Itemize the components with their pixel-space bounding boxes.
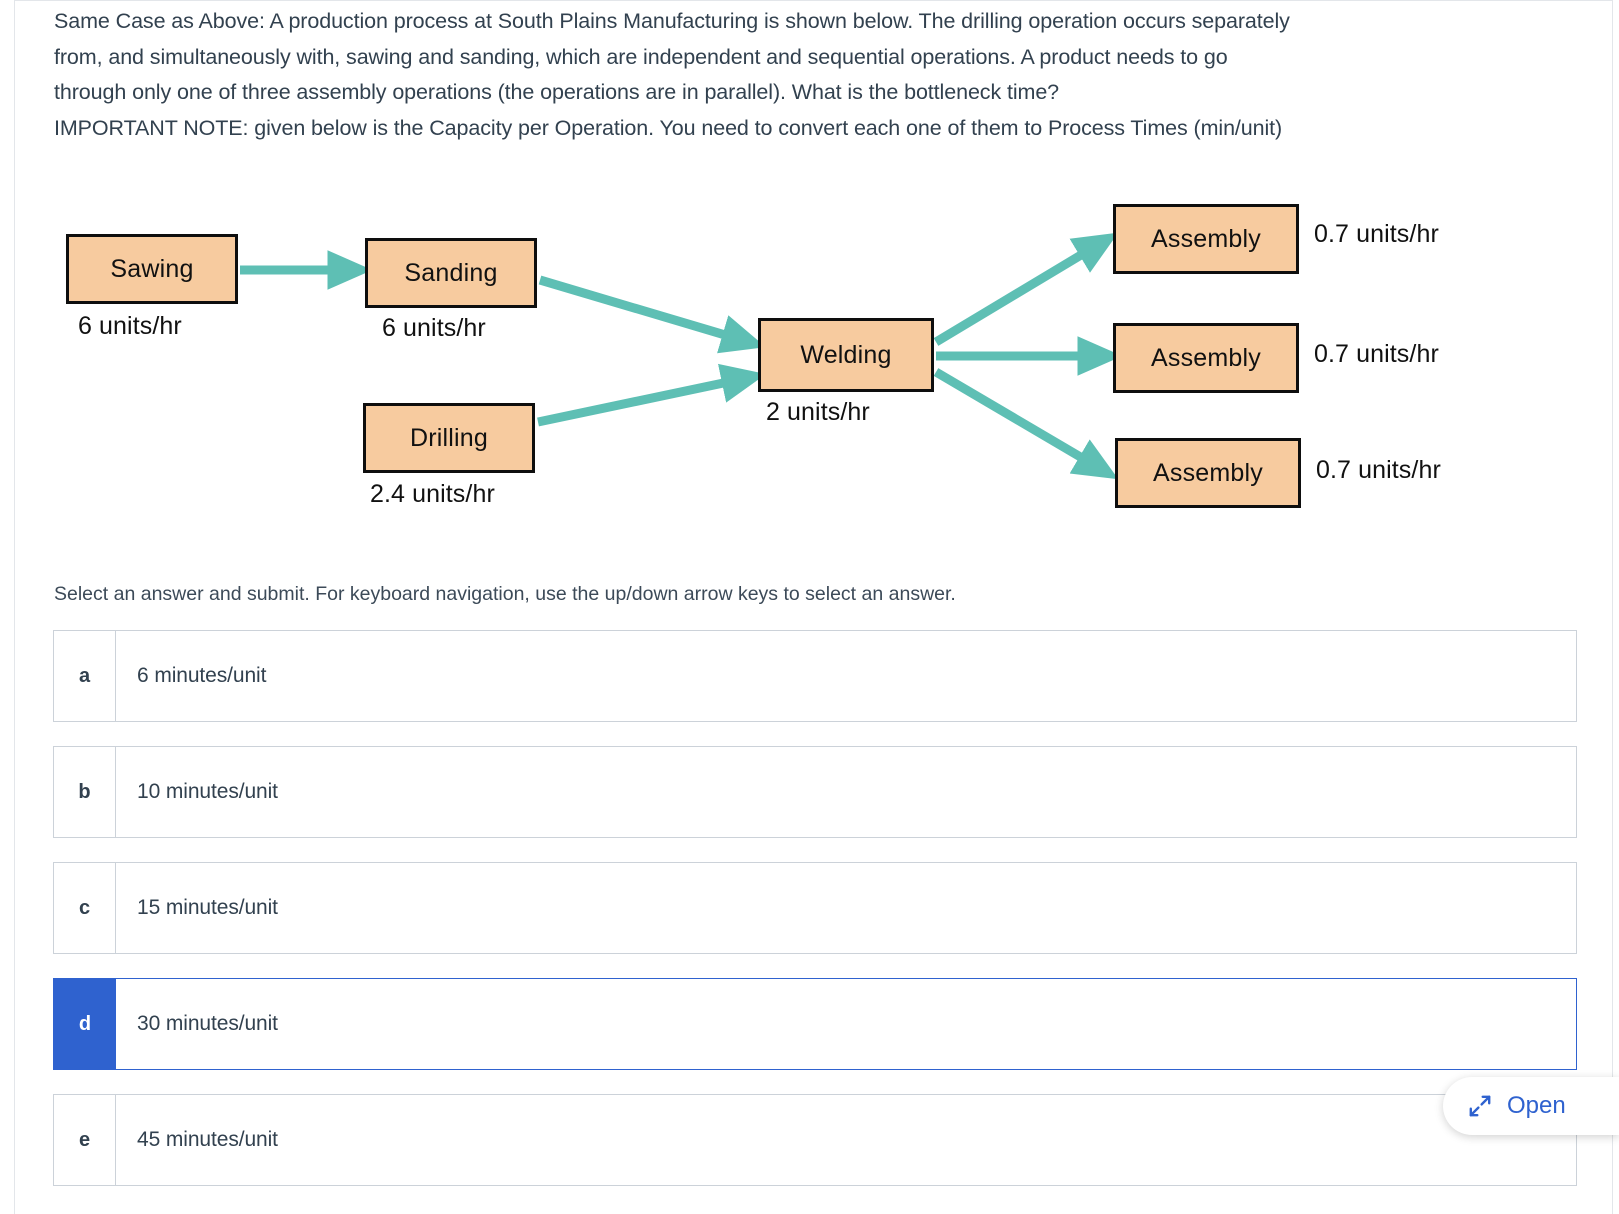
rate-assembly-2: 0.7 units/hr xyxy=(1314,340,1439,368)
answer-options-list: a 6 minutes/unit b 10 minutes/unit c 15 minut… xyxy=(53,630,1577,1210)
process-flow-diagram: Sawing 6 units/hr Sanding 6 units/hr Dri… xyxy=(0,160,1619,560)
prompt-line-2: from, and simultaneously with, sawing an… xyxy=(54,44,1228,69)
open-button[interactable]: Open xyxy=(1443,1077,1619,1135)
answer-option-letter: d xyxy=(54,979,116,1069)
answer-option-letter: c xyxy=(54,863,116,953)
prompt-line-4: IMPORTANT NOTE: given below is the Capac… xyxy=(54,115,1283,140)
node-drilling: Drilling xyxy=(363,403,535,473)
rate-drilling: 2.4 units/hr xyxy=(370,480,495,508)
open-button-label: Open xyxy=(1507,1092,1566,1119)
node-assembly-2-label: Assembly xyxy=(1151,343,1261,372)
node-assembly-2: Assembly xyxy=(1113,323,1299,393)
answer-option-c[interactable]: c 15 minutes/unit xyxy=(53,862,1577,954)
page-border-right xyxy=(1612,0,1613,1214)
answer-option-letter: b xyxy=(54,747,116,837)
question-prompt: Same Case as Above: A production process… xyxy=(54,4,1544,146)
rate-sawing: 6 units/hr xyxy=(78,312,182,340)
prompt-line-1: Same Case as Above: A production process… xyxy=(54,9,1290,33)
rate-assembly-1: 0.7 units/hr xyxy=(1314,220,1439,248)
answer-option-letter: a xyxy=(54,631,116,721)
node-sawing-label: Sawing xyxy=(110,254,194,283)
node-assembly-1: Assembly xyxy=(1113,204,1299,274)
node-sawing: Sawing xyxy=(66,234,238,304)
answer-option-text: 30 minutes/unit xyxy=(137,1012,278,1035)
arrow-sanding-to-welding xyxy=(538,275,766,354)
node-assembly-1-label: Assembly xyxy=(1151,224,1261,253)
answer-option-text: 10 minutes/unit xyxy=(137,780,278,803)
rate-sanding: 6 units/hr xyxy=(382,314,486,342)
answer-option-e[interactable]: e 45 minutes/unit xyxy=(53,1094,1577,1186)
page-border-left xyxy=(14,0,15,1214)
answer-option-d[interactable]: d 30 minutes/unit xyxy=(53,978,1577,1070)
answer-option-text: 45 minutes/unit xyxy=(137,1128,278,1151)
answer-option-b[interactable]: b 10 minutes/unit xyxy=(53,746,1577,838)
arrow-drilling-to-welding xyxy=(537,363,767,427)
node-sanding-label: Sanding xyxy=(404,258,498,287)
expand-diagonal-icon xyxy=(1469,1095,1491,1117)
node-drilling-label: Drilling xyxy=(409,423,488,452)
arrow-welding-to-assembly-1 xyxy=(933,232,1119,346)
node-sanding: Sanding xyxy=(365,238,537,308)
node-welding-label: Welding xyxy=(800,340,892,369)
rate-welding: 2 units/hr xyxy=(766,398,870,426)
node-welding: Welding xyxy=(758,318,934,392)
prompt-line-3: through only one of three assembly opera… xyxy=(54,80,1060,104)
answer-option-a[interactable]: a 6 minutes/unit xyxy=(53,630,1577,722)
page-border-top xyxy=(14,0,1613,1)
rate-assembly-3: 0.7 units/hr xyxy=(1316,456,1441,484)
answer-option-text: 15 minutes/unit xyxy=(137,896,278,919)
answer-option-letter: e xyxy=(54,1095,116,1185)
node-assembly-3-label: Assembly xyxy=(1153,458,1263,487)
arrow-welding-to-assembly-3 xyxy=(933,368,1119,480)
answer-instructions: Select an answer and submit. For keyboar… xyxy=(54,583,956,605)
answer-option-text: 6 minutes/unit xyxy=(137,664,267,687)
node-assembly-3: Assembly xyxy=(1115,438,1301,508)
